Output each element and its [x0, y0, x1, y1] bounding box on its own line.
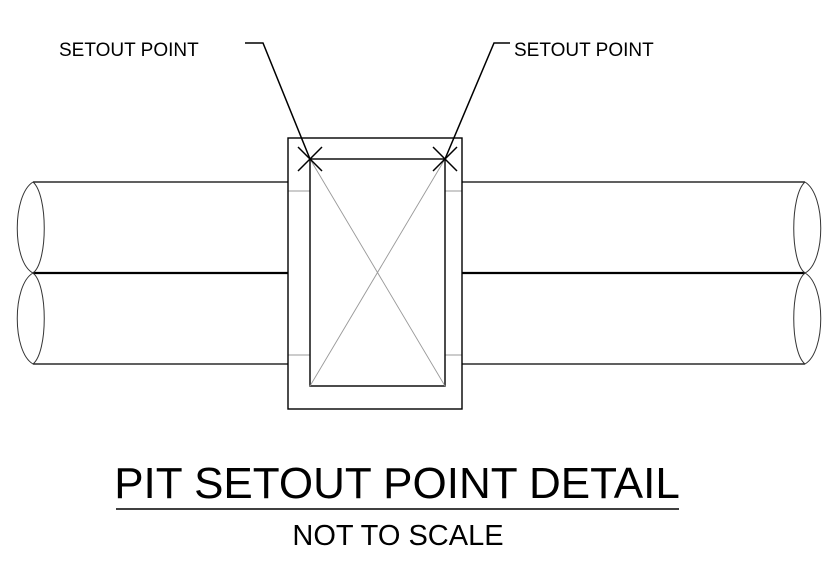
leader-line-right	[444, 42, 510, 160]
pipe-break-left	[16, 181, 45, 365]
callout-right-label: SETOUT POINT	[514, 40, 654, 61]
pit	[287, 137, 463, 410]
leader-line-left	[245, 42, 311, 160]
drawing-subtitle: NOT TO SCALE	[292, 520, 503, 552]
callout-left-label: SETOUT POINT	[59, 40, 199, 61]
pit-diagonal-2	[309, 158, 446, 387]
pipe	[16, 181, 822, 365]
pit-inner-wall	[309, 158, 446, 387]
leader-lines	[245, 42, 510, 160]
pipe-break-right	[793, 181, 822, 365]
pit-outer-wall	[287, 137, 463, 410]
drawing-title: PIT SETOUT POINT DETAIL	[114, 459, 680, 508]
